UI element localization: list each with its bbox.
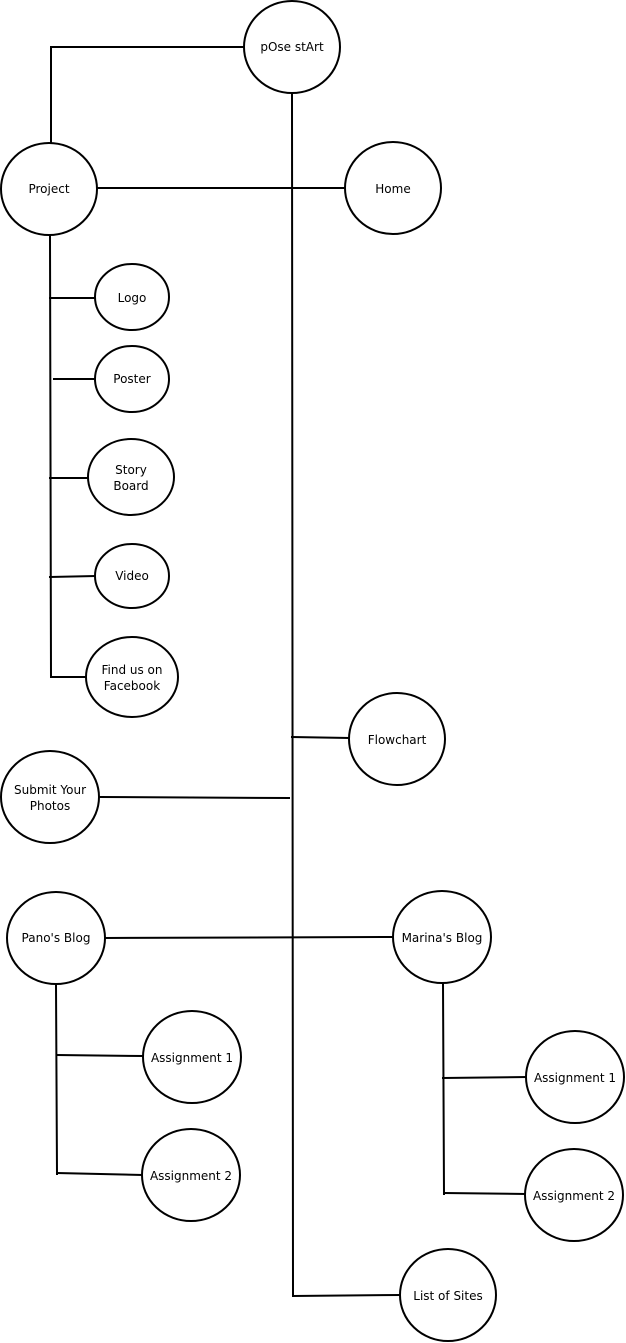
node-project: Project <box>0 142 98 236</box>
edge-project-subspine <box>48 234 53 679</box>
edge-pano-subspine <box>54 983 59 1176</box>
node-shape <box>94 263 170 331</box>
node-shape <box>524 1148 624 1242</box>
edge-marina-subspine <box>441 982 446 1196</box>
node-flowchart: Flowchart <box>348 692 446 786</box>
node-poster: Poster <box>94 345 170 413</box>
node-shape <box>94 543 170 609</box>
node-label: Poster <box>113 372 150 386</box>
edge-pano-marina <box>102 935 396 940</box>
node-pano-assignment-2: Assignment 2 <box>141 1128 241 1222</box>
connectors <box>48 46 529 1298</box>
node-label-line-1: Submit Your <box>14 783 86 797</box>
node-marinas-blog: Marina's Blog <box>392 890 492 984</box>
edge-spine-flowchart <box>290 735 351 740</box>
node-list-of-sites: List of Sites <box>399 1248 497 1342</box>
node-label: pOse stArt <box>260 40 324 54</box>
node-shape <box>0 750 100 844</box>
node-marina-assignment-1: Assignment 1 <box>525 1030 625 1124</box>
node-shape <box>243 0 341 94</box>
node-home: Home <box>344 141 442 235</box>
node-label: Assignment 2 <box>533 1189 615 1203</box>
node-label: Marina's Blog <box>402 931 483 945</box>
node-label-line-2: Board <box>113 479 148 493</box>
node-pose-start: pOse stArt <box>243 0 341 94</box>
node-label: Project <box>28 182 69 196</box>
node-label: Assignment 2 <box>150 1169 232 1183</box>
edge-spine-submit <box>98 795 291 800</box>
node-shape <box>399 1248 497 1342</box>
edge-marina-assignment2 <box>442 1191 528 1196</box>
node-label: Assignment 1 <box>534 1071 616 1085</box>
node-logo: Logo <box>94 263 170 331</box>
node-shape <box>85 636 179 718</box>
edge-marina-assignment1 <box>441 1075 529 1080</box>
node-label: List of Sites <box>413 1289 482 1303</box>
node-shape <box>392 890 492 984</box>
node-shape <box>348 692 446 786</box>
node-label-line-1: Find us on <box>101 663 162 677</box>
node-story-board: Story Board <box>87 438 175 516</box>
node-label: Home <box>375 182 410 196</box>
node-label-line-2: Facebook <box>104 679 160 693</box>
node-shape <box>142 1010 242 1104</box>
node-label: Assignment 1 <box>151 1051 233 1065</box>
node-label: Pano's Blog <box>22 931 91 945</box>
edge-spine-listofsites <box>291 1293 402 1298</box>
node-shape <box>87 438 175 516</box>
node-label: Logo <box>118 291 147 305</box>
node-shape <box>6 891 106 985</box>
edge-main-spine <box>290 92 295 1298</box>
node-label-line-2: Photos <box>30 799 70 813</box>
node-label-line-1: Story <box>115 463 147 477</box>
node-find-us-on-facebook: Find us on Facebook <box>85 636 179 718</box>
edge-pano-assignment1 <box>55 1053 145 1058</box>
node-shape <box>344 141 442 235</box>
node-submit-your-photos: Submit Your Photos <box>0 750 100 844</box>
node-label: Video <box>115 569 149 583</box>
node-shape <box>94 345 170 413</box>
node-shape <box>0 142 98 236</box>
node-shape <box>525 1030 625 1124</box>
node-marina-assignment-2: Assignment 2 <box>524 1148 624 1242</box>
node-label: Flowchart <box>368 733 427 747</box>
edge-project-video <box>48 574 97 579</box>
node-shape <box>141 1128 241 1222</box>
node-video: Video <box>94 543 170 609</box>
node-pano-assignment-1: Assignment 1 <box>142 1010 242 1104</box>
node-panos-blog: Pano's Blog <box>6 891 106 985</box>
edge-pano-assignment2 <box>55 1171 144 1177</box>
